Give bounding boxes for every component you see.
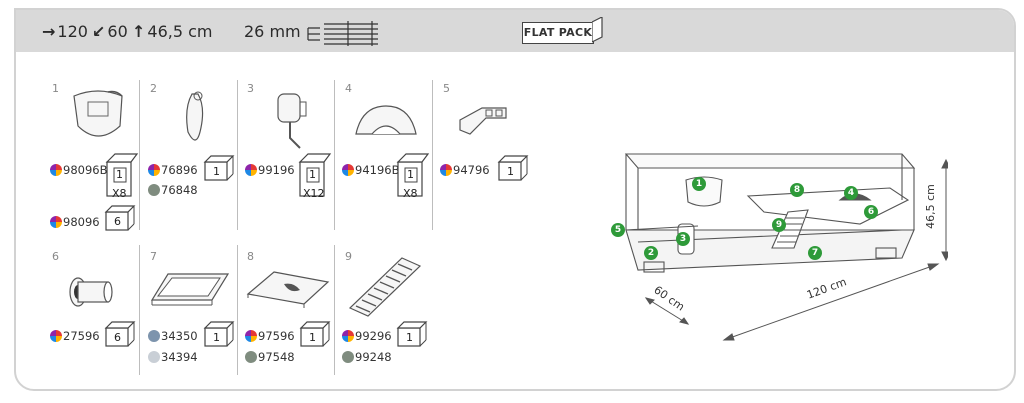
callout-9: 9 (772, 218, 786, 232)
header-bar: →120 ↙60 ↑46,5 cm 26 mm FLAT PACK (16, 10, 1014, 52)
water-bottle-holder-icon (186, 91, 204, 141)
dimension-depth: ↙60 (92, 22, 128, 41)
box-icon (298, 153, 332, 197)
box-icon (497, 155, 529, 181)
callout-2: 2 (644, 246, 658, 260)
dimension-height: ↑46,5 cm (132, 22, 213, 41)
hay-rack-icon (73, 90, 123, 137)
box-icon (203, 321, 235, 347)
height-dimension-label: 46,5 cm (923, 184, 937, 229)
thickness-label: 26 mm (244, 22, 301, 41)
color-light-dot (148, 351, 160, 363)
arrow-up-icon: ↑ (132, 22, 146, 41)
box-icon (396, 153, 430, 197)
flat-pack-badge: FLAT PACK (522, 22, 594, 44)
layers-icon (307, 21, 378, 46)
arrow-diagonal-icon: ↙ (92, 22, 106, 41)
flat-pack-box-side (592, 17, 603, 43)
callout-7: 7 (808, 246, 822, 260)
color-grey-dot (148, 184, 160, 196)
callout-3: 3 (676, 232, 690, 246)
product-card: →120 ↙60 ↑46,5 cm 26 mm FLAT PACK 1 (14, 8, 1016, 391)
ladder-icon (348, 257, 422, 317)
callout-4: 4 (844, 186, 858, 200)
water-bottle-icon (277, 93, 307, 149)
callout-5: 5 (611, 223, 625, 237)
clip-connector-icon (459, 107, 507, 135)
box-icon (104, 205, 136, 231)
color-multi-dot (440, 164, 452, 176)
hideout-icon (355, 105, 417, 135)
color-multi-dot (50, 330, 62, 342)
callout-6: 6 (864, 205, 878, 219)
dimension-length: →120 (42, 22, 88, 41)
color-multi-dot (50, 216, 62, 228)
color-blue-dot (148, 330, 160, 342)
color-multi-dot (245, 330, 257, 342)
color-multi-dot (342, 164, 354, 176)
color-multi-dot (342, 330, 354, 342)
callout-8: 8 (790, 183, 804, 197)
color-multi-dot (245, 164, 257, 176)
box-icon (299, 321, 331, 347)
color-multi-dot (148, 164, 160, 176)
box-icon (104, 321, 136, 347)
tube-connector-icon (69, 277, 113, 307)
box-icon (396, 321, 428, 347)
color-grey-dot (342, 351, 354, 363)
color-grey-dot (245, 351, 257, 363)
box-icon (105, 153, 139, 197)
callout-1: 1 (692, 177, 706, 191)
color-multi-dot (50, 164, 62, 176)
cage-diagram (624, 153, 948, 341)
platform-icon (246, 271, 330, 308)
base-tray-icon (150, 273, 230, 306)
arrow-right-icon: → (42, 22, 56, 41)
box-icon (203, 155, 235, 181)
